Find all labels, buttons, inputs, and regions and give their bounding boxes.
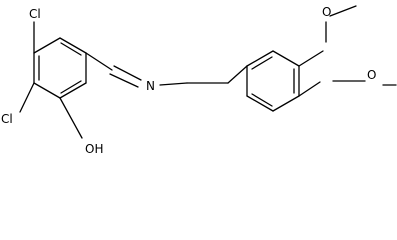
ring-bond [59, 82, 87, 99]
ring-bond [246, 95, 274, 112]
methoxy-bottom-oxygen-label: O [367, 68, 376, 82]
hydroxyl-label: OH [85, 142, 103, 154]
ring-bond [33, 82, 61, 99]
ring-bond [272, 50, 300, 67]
dichlorophenol-ring [33, 37, 87, 99]
dimethoxyphenyl-ring [246, 50, 300, 112]
methoxy-top-methyl-bond [329, 5, 357, 17]
ch2-aryl-bond [227, 65, 248, 84]
imine-nitrogen-label: N [146, 79, 155, 93]
aryl-ch-bond [85, 52, 113, 71]
cl-bottom-bond [19, 82, 35, 113]
ring-double-bond [60, 42, 82, 56]
chlorine-top-label: Cl [29, 7, 41, 21]
imine-double-bond [113, 65, 142, 81]
methoxy-bottom-o-bond [298, 81, 321, 97]
ring-double-bond [251, 93, 273, 107]
ring-bond [59, 37, 87, 54]
chemical-structure: Cl Cl OH N O O [1, 5, 397, 154]
ring-double-bond [60, 80, 82, 94]
ring-bond [272, 95, 300, 112]
hydroxyl-bond [59, 97, 83, 139]
imine-double-bond [109, 73, 139, 88]
ring-bond [33, 37, 61, 54]
ring-double-bond [251, 56, 273, 70]
methoxy-top-oxygen-label: O [322, 5, 331, 19]
methoxy-top-o-bond [298, 50, 324, 67]
ring-bond [246, 50, 274, 67]
n-ch2-bond [159, 82, 188, 86]
chlorine-bottom-label: Cl [1, 112, 13, 126]
